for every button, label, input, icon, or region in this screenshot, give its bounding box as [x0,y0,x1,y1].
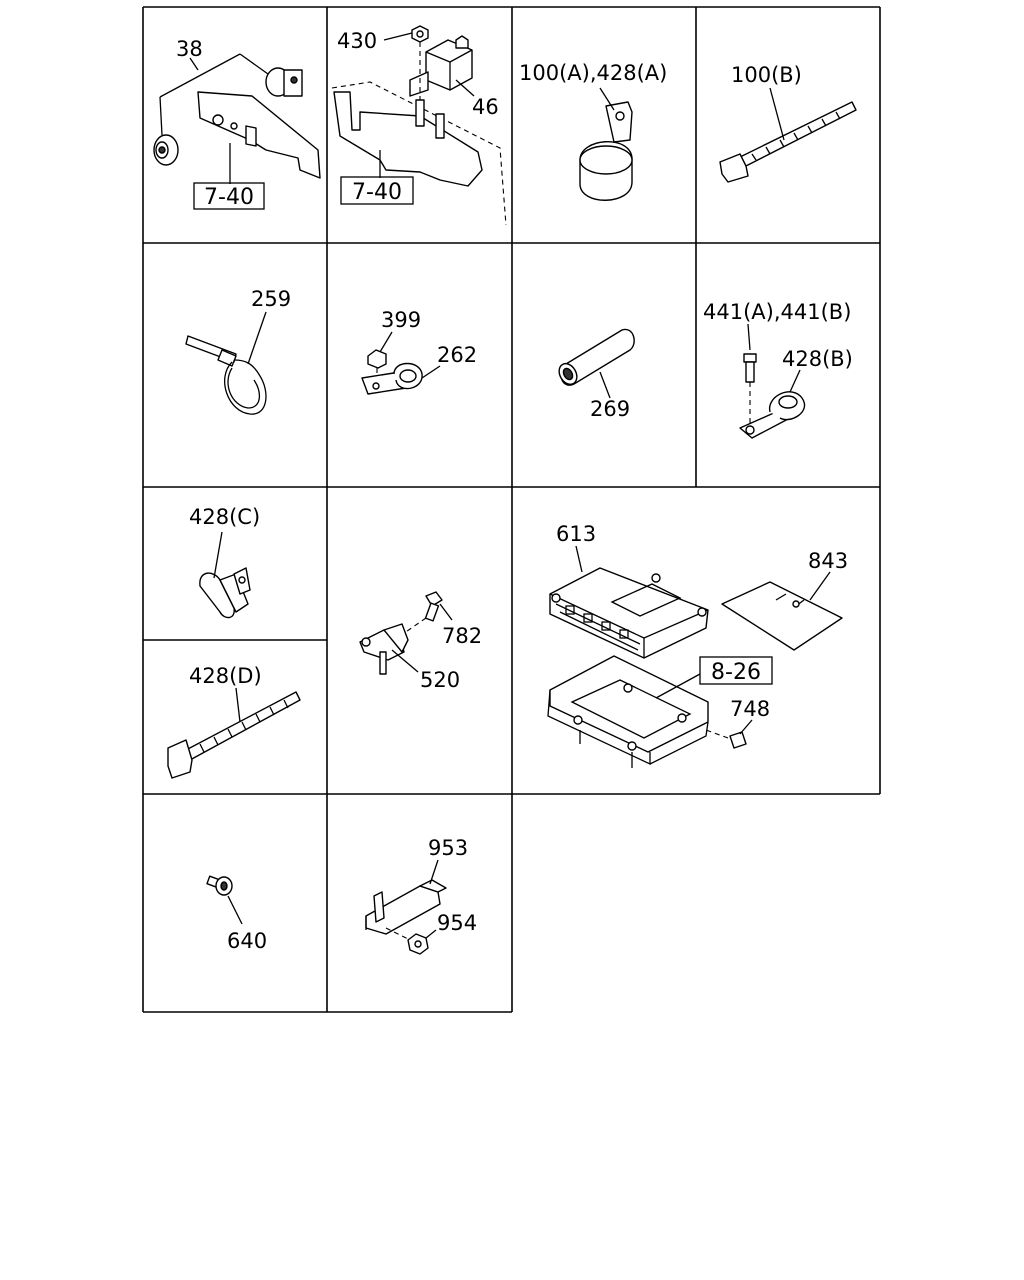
cell-sensor-520: 782 520 [359,591,482,692]
part-label-428c: 428(C) [189,505,260,529]
ecu-bracket [549,655,709,753]
part-label-259: 259 [251,287,291,311]
tie-d-head [167,739,193,779]
part-label-640: 640 [227,929,267,953]
clip-tab [605,101,633,143]
part-label-782: 782 [442,624,482,648]
cell-clip-428c: 428(C) [189,505,260,619]
relay-bracket [333,91,483,187]
bolt-782 [425,591,443,607]
part-label-953: 953 [428,836,468,860]
tie-strap [737,101,857,169]
cell-clamp-428b: 441(A),441(B) 428(B) [703,300,853,439]
cell-clamp-262: 399 262 [361,308,477,395]
mount-bracket [197,91,321,179]
part-label-269: 269 [590,397,630,421]
part-label-46: 46 [472,95,499,119]
part-label-428b: 428(B) [782,347,853,371]
part-label-954: 954 [437,911,477,935]
ref-label-8-26: 8-26 [711,660,761,685]
ref-label-7-40: 7-40 [204,185,254,210]
part-label-399: 399 [381,308,421,332]
part-label-520: 520 [420,668,460,692]
ecu-box [549,567,709,659]
part-label-262: 262 [437,343,477,367]
cell-relay-46: 430 46 7-40 [331,25,507,226]
cell-bracket-953: 953 954 [365,836,477,955]
part-label-430: 430 [337,29,377,53]
part-label-441a-441b: 441(A),441(B) [703,300,851,324]
part-label-100b: 100(B) [731,63,802,87]
cell-tube-269: 269 [558,328,635,421]
tie-head [719,153,749,183]
bolt-748 [729,731,747,749]
cell-clip-100a: 100(A),428(A) [519,61,667,201]
cell-bolt-640: 640 [206,875,267,953]
ref-box-7-40 [193,182,265,210]
cell-bracket-38: 38 7-40 [153,37,321,210]
cell-tie-428d: 428(D) [167,664,301,779]
grid-lines [142,6,881,1013]
part-label-748: 748 [730,697,770,721]
nut-399 [367,349,387,369]
cell-tie-100b: 100(B) [719,63,857,183]
pad-843 [721,581,843,651]
ref-label-7-40-b: 7-40 [352,180,402,205]
cell-tie-259: 259 [185,287,291,415]
part-label-428d: 428(D) [189,664,262,688]
part-label-100a-428a: 100(A),428(A) [519,61,667,85]
part-label-38: 38 [176,37,203,61]
bolt-head [743,353,757,363]
cell-ecu-613: 613 843 748 8-26 [547,522,848,768]
ref-box-7-40-b [340,176,414,205]
part-label-613: 613 [556,522,596,546]
part-label-843: 843 [808,549,848,573]
ref-box-8-26 [699,656,773,685]
